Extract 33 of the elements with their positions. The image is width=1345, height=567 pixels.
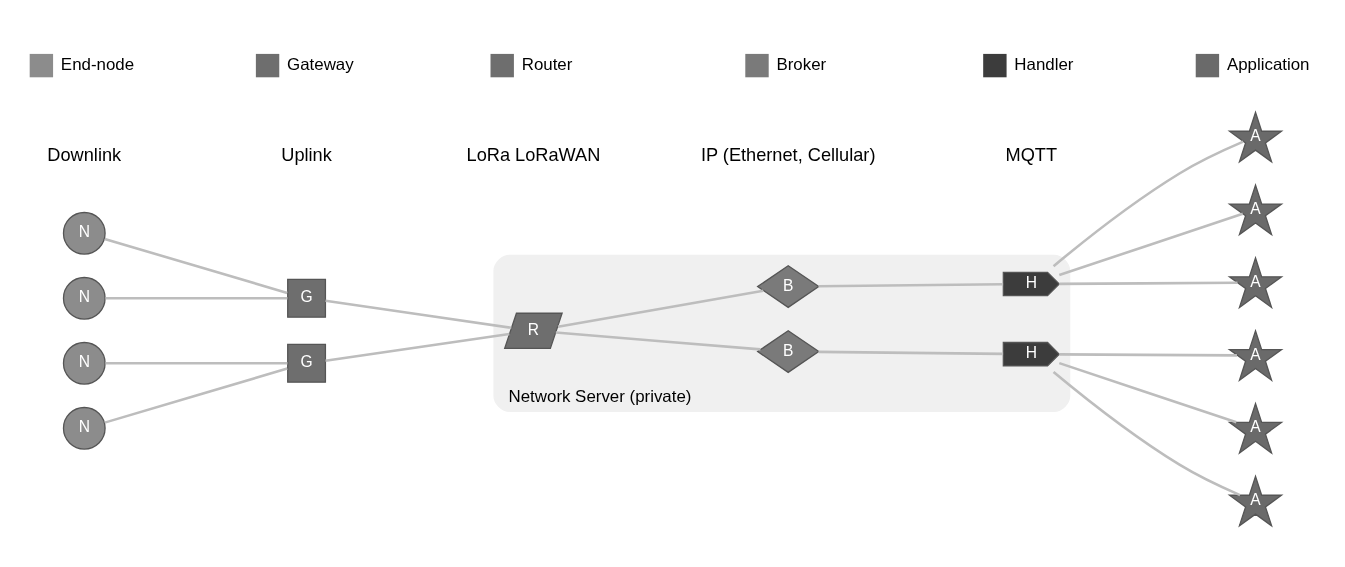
legend-label: End-node <box>60 54 135 74</box>
label: LoRa LoRaWAN <box>466 144 601 165</box>
connector <box>555 330 761 351</box>
node-circle: N <box>62 276 106 320</box>
node-diamond: B <box>756 264 820 308</box>
connector <box>104 366 288 424</box>
connector <box>557 288 764 328</box>
legend-label: Router <box>521 54 573 74</box>
label: MQTT <box>1005 144 1058 165</box>
connector <box>325 299 512 329</box>
label: IP (Ethernet, Cellular) <box>700 144 876 165</box>
connector <box>325 332 510 362</box>
node-box: G <box>287 343 327 383</box>
connector <box>104 237 288 294</box>
legend-label: Gateway <box>287 54 354 74</box>
legend-label: Handler <box>1014 54 1074 74</box>
connector <box>1058 361 1237 424</box>
legend-label: Broker <box>776 54 827 74</box>
connector <box>818 350 1004 355</box>
node-circle: N <box>62 211 106 255</box>
connector <box>105 361 288 365</box>
node-box: G <box>287 278 327 318</box>
connector <box>1059 352 1237 357</box>
node-circle: N <box>62 341 106 385</box>
node-circle: N <box>62 406 106 450</box>
node-diamond: B <box>756 329 820 373</box>
connector <box>1059 281 1238 285</box>
label: Uplink <box>281 144 332 165</box>
connector <box>818 282 1004 288</box>
legend-label: Application <box>1226 54 1310 74</box>
connector <box>1052 370 1241 496</box>
label: Downlink <box>47 144 122 165</box>
connector <box>105 296 288 300</box>
